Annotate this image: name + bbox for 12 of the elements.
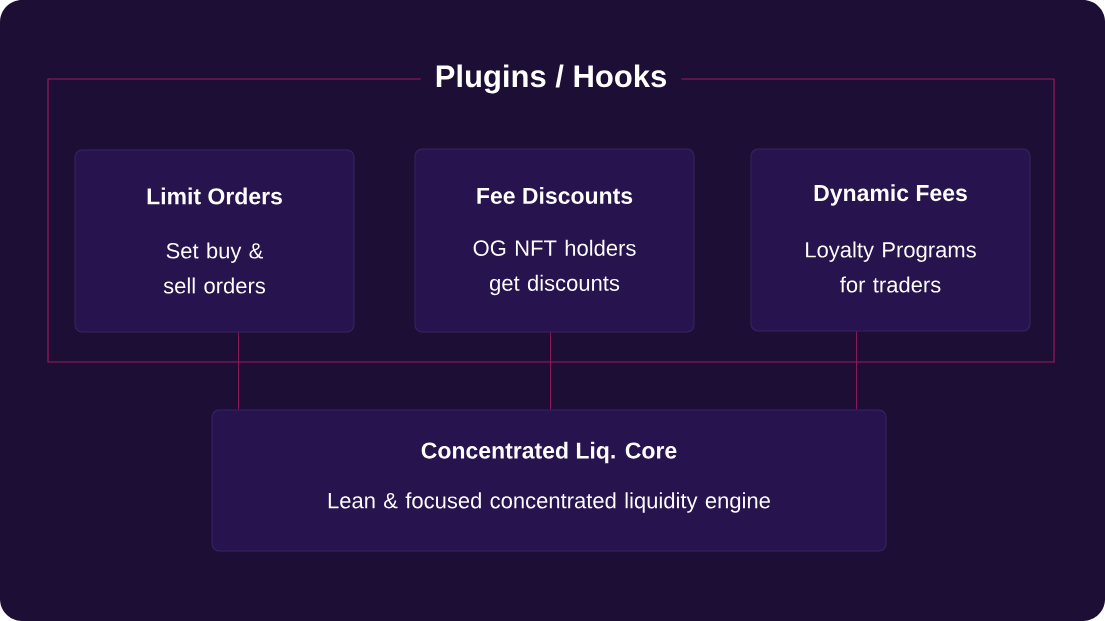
- box-heading: Limit Orders: [147, 187, 282, 205]
- connector-line: [238, 332, 239, 410]
- box-description: Loyalty Programs for traders: [806, 241, 976, 293]
- box-heading: Dynamic Fees: [814, 184, 967, 206]
- connector-line: [856, 331, 857, 410]
- box-description: Lean & focused concentrated liquidity engine: [328, 492, 770, 513]
- group-title: Plugins / Hooks: [420, 62, 682, 96]
- box-heading: Concentrated Liq. Core: [421, 441, 677, 464]
- connector-line: [550, 332, 551, 410]
- box-heading: Fee Discounts: [477, 187, 633, 204]
- box-description: OG NFT holders get discounts: [473, 239, 636, 296]
- box-description: Set buy & sell orders: [163, 242, 266, 294]
